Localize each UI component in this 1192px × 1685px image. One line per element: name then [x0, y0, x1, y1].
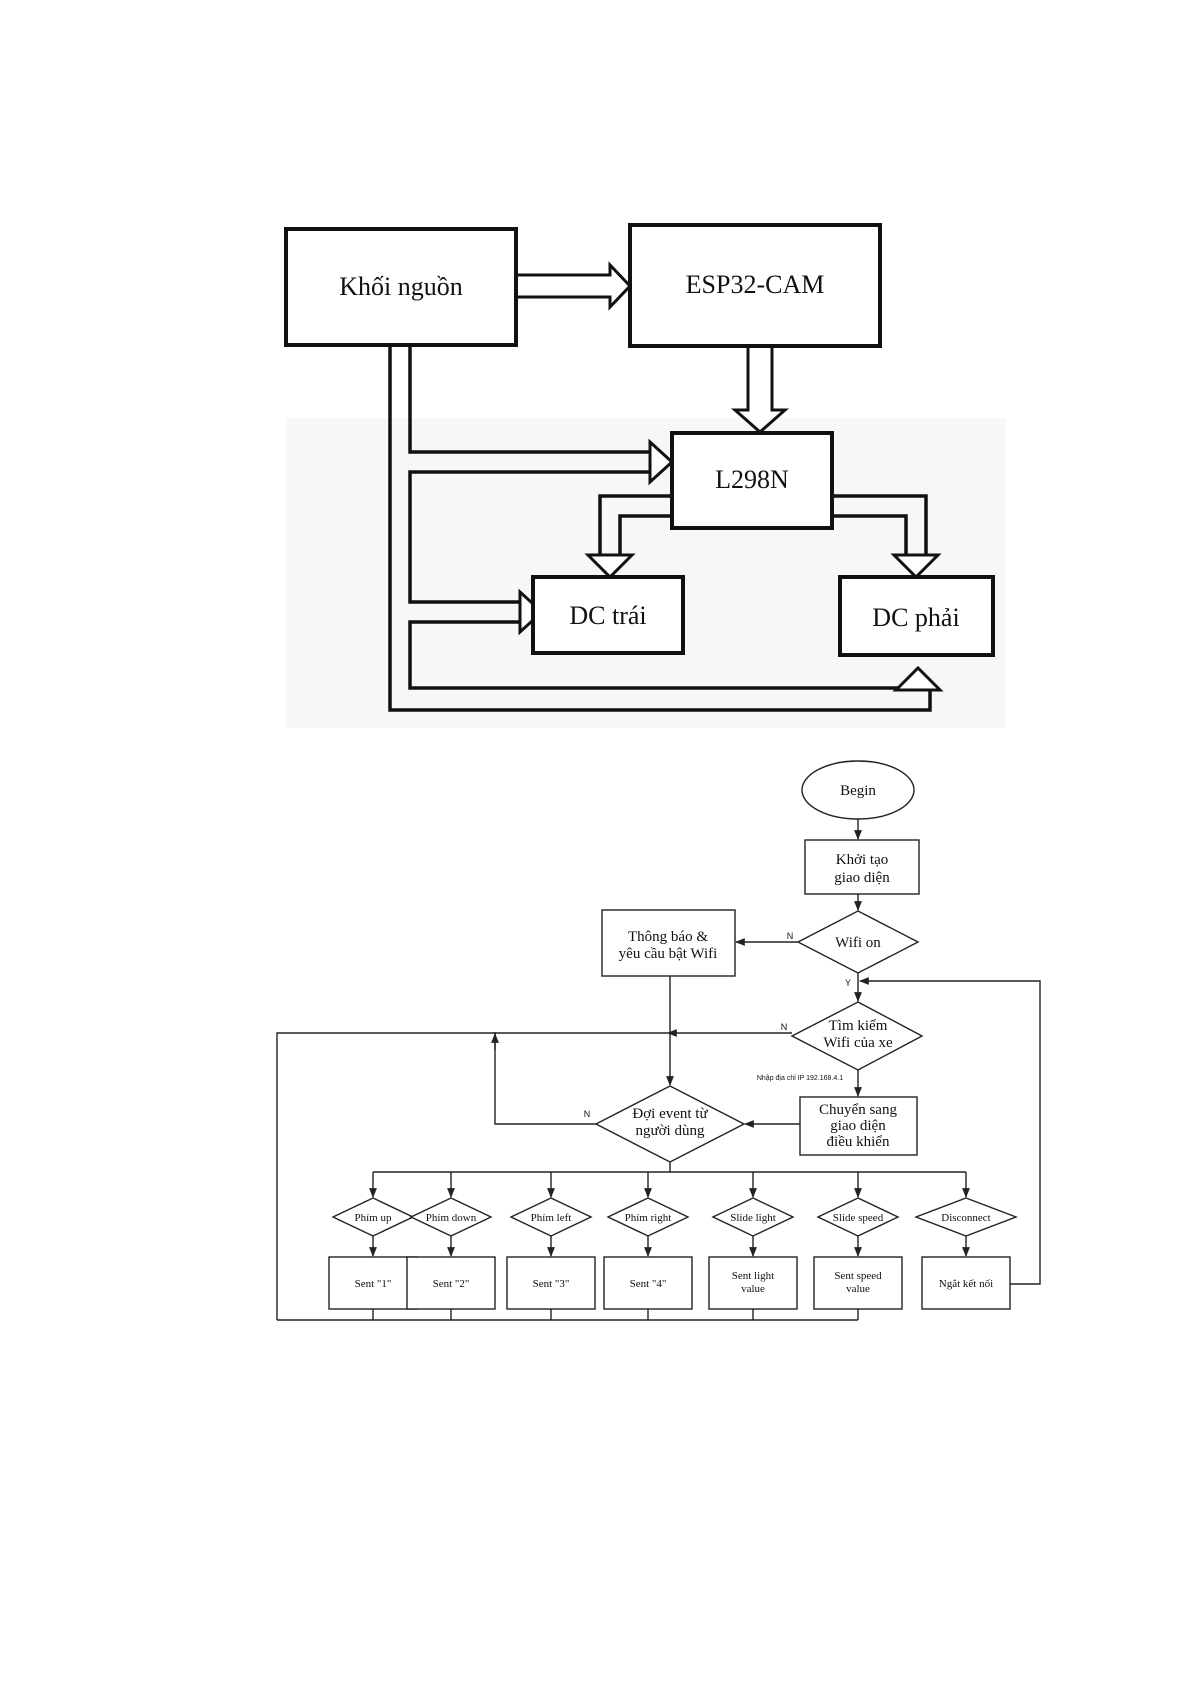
event-action-box-1	[328, 1256, 418, 1310]
event-decision-label-4: Phím right	[625, 1212, 672, 1224]
arrow-l298n-to-dc-right	[832, 494, 928, 555]
event-decision-label-3: Phím left	[531, 1212, 572, 1224]
switch-ui-box	[799, 1096, 918, 1156]
esp32-box	[628, 223, 882, 348]
dc-right-box	[838, 575, 995, 657]
init-label-1: Khởi tạo	[836, 852, 889, 868]
arrowhead-power-to-dc-right	[892, 665, 944, 692]
begin-label: Begin	[840, 783, 876, 799]
event-action-label-5-1: Sent light	[732, 1270, 774, 1282]
dc-left-box	[531, 575, 685, 655]
search-label-1: Tìm kiếm	[829, 1018, 888, 1034]
event-action-label-3-1: Sent "3"	[533, 1278, 570, 1290]
arrow-esp32-to-l298n	[731, 344, 789, 434]
notify-label-1: Thông báo &	[628, 929, 708, 945]
wifi-on-label: Wifi on	[835, 935, 881, 951]
power-label: Khối nguồn	[339, 272, 463, 301]
search-no-label: N	[781, 1022, 788, 1032]
wifi-no-label: N	[787, 931, 794, 941]
event-action-label-4-1: Sent "4"	[630, 1278, 667, 1290]
init-label-2: giao diện	[834, 870, 890, 886]
enter-ip-label: Nhập địa chỉ IP 192.168.4.1	[757, 1074, 843, 1082]
wait-event-label-1: Đợi event từ	[632, 1106, 708, 1122]
wifi-yes-label: Y	[845, 978, 851, 988]
switch-ui-label-1: Chuyển sang	[819, 1102, 897, 1118]
wait-event-label-2: người dùng	[636, 1123, 705, 1139]
event-action-label-5-2: value	[741, 1283, 765, 1295]
event-decision-label-1: Phím up	[355, 1212, 392, 1224]
event-action-box-7	[921, 1256, 1011, 1310]
arrow-power-to-esp32	[514, 261, 633, 311]
notify-box	[601, 909, 736, 977]
dc-left-label: DC trái	[569, 601, 646, 630]
arrowhead-power-to-l298n	[648, 438, 675, 486]
wait-no-label: N	[584, 1109, 591, 1119]
event-decision-label-6: Slide speed	[833, 1212, 884, 1224]
event-action-box-2	[406, 1256, 496, 1310]
event-decision-label-2: Phím down	[426, 1212, 477, 1224]
event-action-label-2-1: Sent "2"	[433, 1278, 470, 1290]
block-diagram	[284, 223, 1006, 728]
notify-label-2: yêu cầu bật Wifi	[619, 946, 718, 962]
event-action-box-4	[603, 1256, 693, 1310]
init-box	[804, 839, 920, 895]
event-action-box-6	[813, 1256, 903, 1310]
event-decision-label-5: Slide light	[730, 1212, 776, 1224]
event-action-box-3	[506, 1256, 596, 1310]
event-decision-label-7: Disconnect	[941, 1212, 990, 1224]
power-box	[284, 227, 518, 347]
event-action-label-6-1: Sent speed	[834, 1270, 882, 1282]
l298n-box	[670, 431, 834, 530]
dc-right-label: DC phải	[872, 603, 959, 632]
switch-ui-label-2: giao diện	[830, 1118, 886, 1134]
event-action-label-7-1: Ngắt kết nối	[939, 1278, 993, 1290]
arrow-l298n-to-dc-left	[598, 494, 672, 555]
esp32-label: ESP32-CAM	[686, 270, 825, 299]
search-label-2: Wifi của xe	[823, 1035, 893, 1051]
event-action-label-6-2: value	[846, 1283, 870, 1295]
switch-ui-label-3: điều khiển	[827, 1134, 890, 1150]
l298n-label: L298N	[715, 465, 789, 494]
event-action-label-1-1: Sent "1"	[355, 1278, 392, 1290]
